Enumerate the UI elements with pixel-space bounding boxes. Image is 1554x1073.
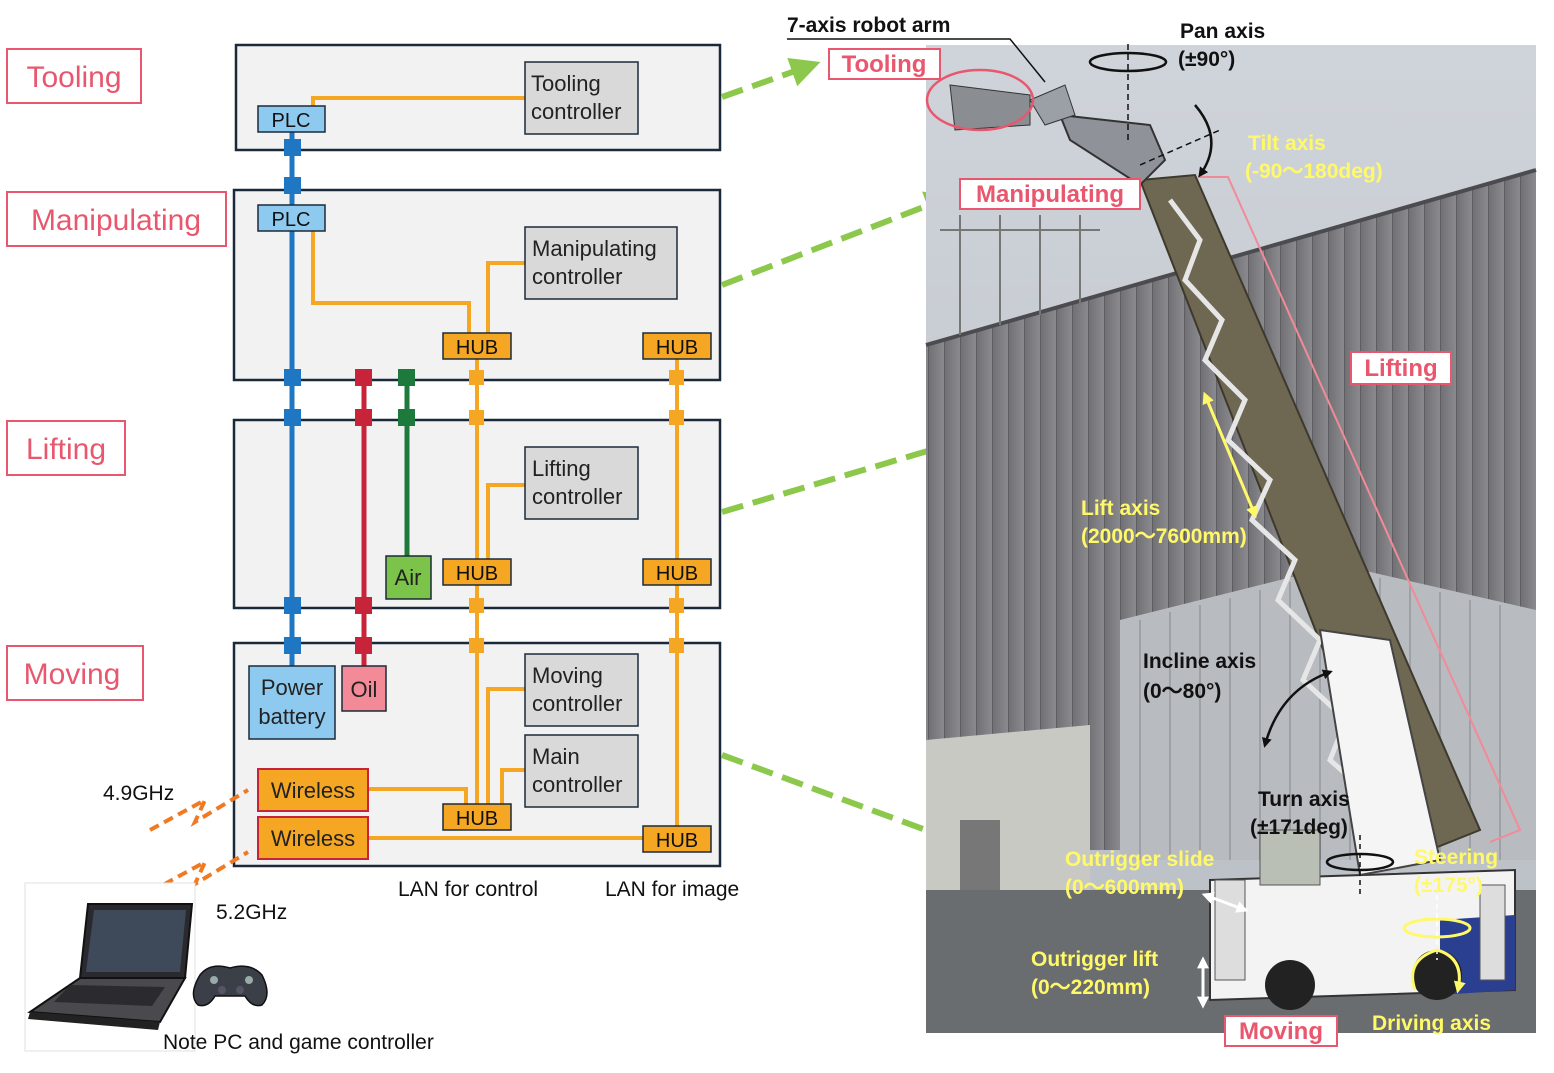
tilt-axis-range: (-90～180deg) — [1245, 160, 1383, 183]
wireless-unit-2: Wireless — [257, 816, 369, 860]
main-controller: Main controller — [524, 734, 639, 808]
controller-line-1: Lifting — [532, 456, 591, 481]
controller-line-2: controller — [532, 772, 622, 797]
turn-axis-label: Turn axis — [1258, 788, 1350, 811]
hub-text: HUB — [656, 830, 698, 852]
hub-tag-lift-control: HUB — [442, 558, 512, 586]
hub-tag-lift-image: HUB — [642, 558, 712, 586]
outrigger-slide-label: Outrigger slide — [1065, 848, 1214, 871]
section-label-text: Manipulating — [31, 204, 201, 237]
outrigger-lift-range: (0～220mm) — [1031, 976, 1150, 999]
freq-label-2: 5.2GHz — [216, 901, 287, 924]
photo-tag-text: Lifting — [1364, 355, 1437, 382]
tooling-controller: Tooling controller — [524, 61, 639, 135]
photo-tag-tooling: Tooling — [828, 48, 941, 80]
connectors — [284, 139, 684, 654]
hub-text: HUB — [456, 337, 498, 359]
lan-control-caption: LAN for control — [398, 878, 538, 901]
pan-axis-label: Pan axis — [1180, 20, 1265, 43]
freq-label-1: 4.9GHz — [103, 782, 174, 805]
controller-line-2: controller — [531, 99, 621, 124]
plc-text: PLC — [272, 110, 311, 132]
section-label-lifting: Lifting — [6, 420, 126, 476]
lift-axis-label: Lift axis — [1081, 497, 1160, 520]
section-label-text: Lifting — [26, 433, 106, 466]
laptop-icon — [24, 882, 196, 1052]
moving-controller: Moving controller — [524, 653, 639, 727]
oil-tank: Oil — [341, 665, 387, 712]
controller-line-1: Tooling — [531, 71, 601, 96]
incline-axis-range: (0～80°) — [1143, 680, 1221, 703]
turn-axis-range: (±171deg) — [1250, 816, 1348, 839]
plc-tag-tooling: PLC — [257, 105, 326, 133]
section-label-text: Moving — [24, 658, 121, 691]
photo-tag-text: Moving — [1239, 1018, 1323, 1045]
section-label-text: Tooling — [26, 61, 121, 94]
wireless-text: Wireless — [271, 826, 355, 851]
hub-tag-move-image: HUB — [642, 825, 712, 853]
plc-tag-manipulating: PLC — [257, 204, 326, 232]
game-controller-icon — [192, 965, 268, 1007]
section-label-tooling: Tooling — [6, 48, 142, 104]
photo-tag-text: Tooling — [842, 51, 927, 78]
section-label-manipulating: Manipulating — [6, 191, 227, 247]
lan-image-caption: LAN for image — [605, 878, 739, 901]
plc-text: PLC — [272, 209, 311, 231]
wireless-signal-icon — [149, 788, 250, 894]
photo-tag-lifting: Lifting — [1350, 351, 1452, 385]
wireless-unit-1: Wireless — [257, 768, 369, 812]
power-line-2: battery — [258, 704, 325, 729]
controller-line-2: controller — [532, 484, 622, 509]
hub-text: HUB — [656, 563, 698, 585]
power-line-1: Power — [261, 675, 323, 700]
outrigger-lift-label: Outrigger lift — [1031, 948, 1158, 971]
steering-range: (±175°) — [1414, 874, 1483, 897]
hub-text: HUB — [456, 808, 498, 830]
wireless-text: Wireless — [271, 778, 355, 803]
controller-line-2: controller — [532, 691, 622, 716]
oil-text: Oil — [351, 677, 378, 702]
photo-tag-manipulating: Manipulating — [959, 178, 1141, 210]
hub-text: HUB — [456, 563, 498, 585]
controller-line-2: controller — [532, 264, 622, 289]
power-battery: Power battery — [248, 665, 336, 740]
controller-line-1: Moving — [532, 663, 603, 688]
controller-line-1: Main — [532, 744, 580, 769]
driving-axis-label: Driving axis — [1372, 1012, 1491, 1035]
pc-caption: Note PC and game controller — [163, 1031, 434, 1054]
pan-axis-range: (±90°) — [1178, 48, 1235, 71]
air-tank: Air — [385, 555, 432, 600]
photo-tag-moving: Moving — [1224, 1015, 1338, 1047]
steering-label: Steering — [1414, 846, 1498, 869]
manipulating-controller: Manipulating controller — [524, 226, 678, 300]
hub-tag-manip-image: HUB — [642, 332, 712, 360]
air-text: Air — [395, 565, 422, 590]
outrigger-slide-range: (0～600mm) — [1065, 876, 1184, 899]
arm-label: 7-axis robot arm — [787, 14, 950, 37]
controller-line-1: Manipulating — [532, 236, 657, 261]
section-label-moving: Moving — [6, 645, 144, 701]
lift-axis-range: (2000～7600mm) — [1081, 525, 1247, 548]
tilt-axis-label: Tilt axis — [1248, 132, 1326, 155]
lifting-controller: Lifting controller — [524, 446, 639, 520]
hub-text: HUB — [656, 337, 698, 359]
photo-tag-text: Manipulating — [976, 181, 1124, 208]
hub-tag-move-control: HUB — [442, 803, 512, 831]
incline-axis-label: Incline axis — [1143, 650, 1256, 673]
axis-markers — [787, 38, 1472, 1009]
hub-tag-manip-control: HUB — [442, 332, 512, 360]
